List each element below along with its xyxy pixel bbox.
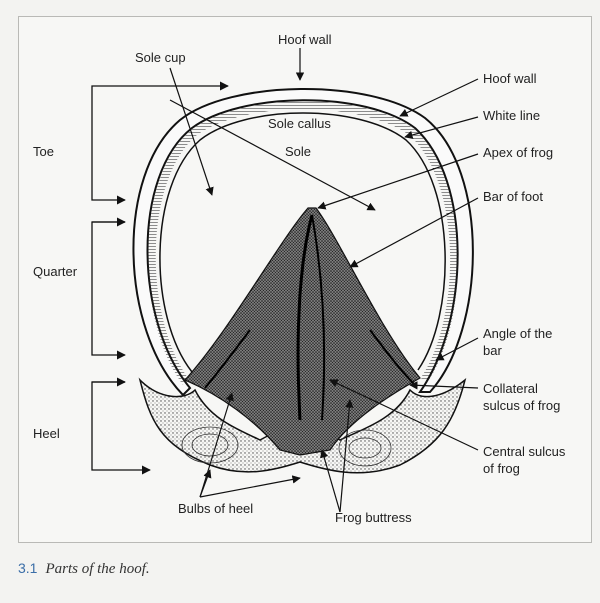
label-hoof-wall-right: Hoof wall — [483, 71, 537, 86]
caption-number: 3.1 — [18, 560, 38, 576]
leader-lines — [169, 48, 479, 513]
caption-text: Parts of the hoof. — [45, 561, 150, 577]
hoof-wall — [132, 88, 474, 397]
label-heel: Heel — [33, 426, 60, 441]
label-angle-of-bar-2: bar — [483, 343, 502, 358]
label-central-sulcus-1: Central sulcus — [483, 444, 566, 459]
label-sole-callus: Sole callus — [268, 116, 331, 131]
label-hoof-wall-top: Hoof wall — [278, 32, 332, 47]
label-collateral-sulcus-1: Collateral — [483, 381, 538, 396]
label-quarter: Quarter — [33, 264, 78, 279]
label-central-sulcus-2: of frog — [483, 461, 520, 476]
label-apex-of-frog: Apex of frog — [483, 145, 553, 160]
label-bulbs-of-heel: Bulbs of heel — [178, 501, 253, 516]
label-sole-cup: Sole cup — [135, 50, 186, 65]
frog — [183, 207, 421, 456]
label-frog-buttress: Frog buttress — [335, 510, 412, 525]
labels: Hoof wall Sole cup Hoof wall White line … — [33, 32, 566, 525]
label-collateral-sulcus-2: sulcus of frog — [483, 398, 560, 413]
label-bar-of-foot: Bar of foot — [483, 189, 543, 204]
label-sole: Sole — [285, 144, 311, 159]
label-angle-of-bar-1: Angle of the — [483, 326, 552, 341]
label-toe: Toe — [33, 144, 54, 159]
figure-caption: 3.1 Parts of the hoof. — [18, 560, 150, 586]
label-white-line: White line — [483, 108, 540, 123]
